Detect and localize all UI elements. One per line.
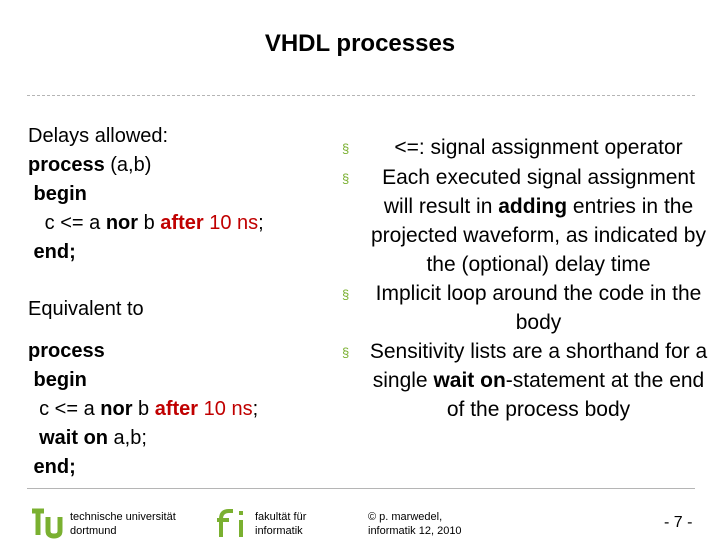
bullet-text: Each executed signal assignment will res… <box>367 163 710 279</box>
code2-semicolon: ; <box>252 398 259 420</box>
bullet-item: § Sensitivity lists are a shorthand for … <box>335 337 710 424</box>
code1-process-line: process (a,b) <box>28 151 328 180</box>
copyright: © p. marwedel, informatik 12, 2010 <box>368 510 462 538</box>
code2-delay: 10 ns <box>198 398 253 420</box>
code2-after: after <box>154 398 199 420</box>
code1-assign-pre: c <= a <box>28 212 106 234</box>
code2-end: end; <box>28 456 76 478</box>
code2-assign-line: c <= a nor b after 10 ns; <box>28 395 328 424</box>
bullet-text-post: -statement at the end of the process bod… <box>446 369 705 421</box>
code1-after: after <box>160 212 204 234</box>
university-line2: dortmund <box>70 525 117 537</box>
code2-wait-line: wait on a,b; <box>28 424 328 453</box>
university-line1: technische universität <box>70 511 176 523</box>
code1-end: end; <box>28 241 76 263</box>
bullet-text-pre: Each executed signal assignment will res… <box>382 166 695 218</box>
bullet-mark-icon: § <box>342 141 350 156</box>
code1-begin: begin <box>28 183 87 205</box>
code1-process-kw: process <box>28 154 105 176</box>
bullet-item: § Implicit loop around the code in the b… <box>335 279 710 337</box>
code1-delay: 10 ns <box>203 212 259 234</box>
delays-label: Delays allowed: <box>28 125 169 147</box>
code2-process: process <box>28 340 105 362</box>
bullet-text-bold: adding <box>498 195 568 218</box>
copyright-line2: informatik 12, 2010 <box>368 525 462 537</box>
code2-wait-kw: wait on <box>28 427 108 449</box>
bullet-item: § <=: signal assignment operator <box>335 133 710 163</box>
bullet-text-post: entries in the projected waveform, as in… <box>370 195 706 276</box>
bullet-mark-icon: § <box>342 345 350 360</box>
code2-b: b <box>132 398 155 420</box>
page-number: - 7 - <box>664 514 693 531</box>
bullet-text: Implicit loop around the code in the bod… <box>375 282 702 334</box>
bullet-item: § Each executed signal assignment will r… <box>335 163 710 279</box>
university-name: technische universität dortmund <box>70 510 176 538</box>
code2-assign-pre: c <= a <box>28 398 101 420</box>
code1-nor: nor <box>105 212 139 234</box>
fi-logo-icon: fi <box>215 509 243 540</box>
footer-divider <box>27 488 695 489</box>
bullet-list: § <=: signal assignment operator § Each … <box>335 133 710 424</box>
code2-wait-args: a,b; <box>108 427 147 449</box>
slide-title: VHDL processes <box>264 30 456 57</box>
bullet-text: <=: signal assignment operator <box>394 136 683 159</box>
faculty-name: fakultät für informatik <box>255 510 306 538</box>
faculty-line1: fakultät für <box>255 511 307 523</box>
left-column: Delays allowed: process (a,b) begin c <=… <box>28 122 328 482</box>
equivalent-label: Equivalent to <box>28 298 144 320</box>
copyright-line1: © p. marwedel, <box>368 511 443 523</box>
bullet-text-pre: Sensitivity lists are a shorthand for a … <box>369 340 708 392</box>
code1-b: b <box>138 212 161 234</box>
code1-semicolon: ; <box>258 212 264 234</box>
svg-text:tu: tu <box>28 537 29 540</box>
code1-process-args: (a,b) <box>104 154 152 176</box>
faculty-line2: informatik <box>255 525 303 537</box>
bullet-mark-icon: § <box>342 287 350 302</box>
code2-begin: begin <box>28 369 87 391</box>
bullet-text-bold: wait on <box>433 369 506 392</box>
bullet-mark-icon: § <box>342 171 350 186</box>
title-divider <box>27 95 695 96</box>
tu-logo-icon: tu <box>28 508 63 540</box>
code2-nor: nor <box>100 398 133 420</box>
code1-assign-line: c <= a nor b after 10 ns; <box>28 209 328 238</box>
bullet-text: Sensitivity lists are a shorthand for a … <box>367 337 710 424</box>
